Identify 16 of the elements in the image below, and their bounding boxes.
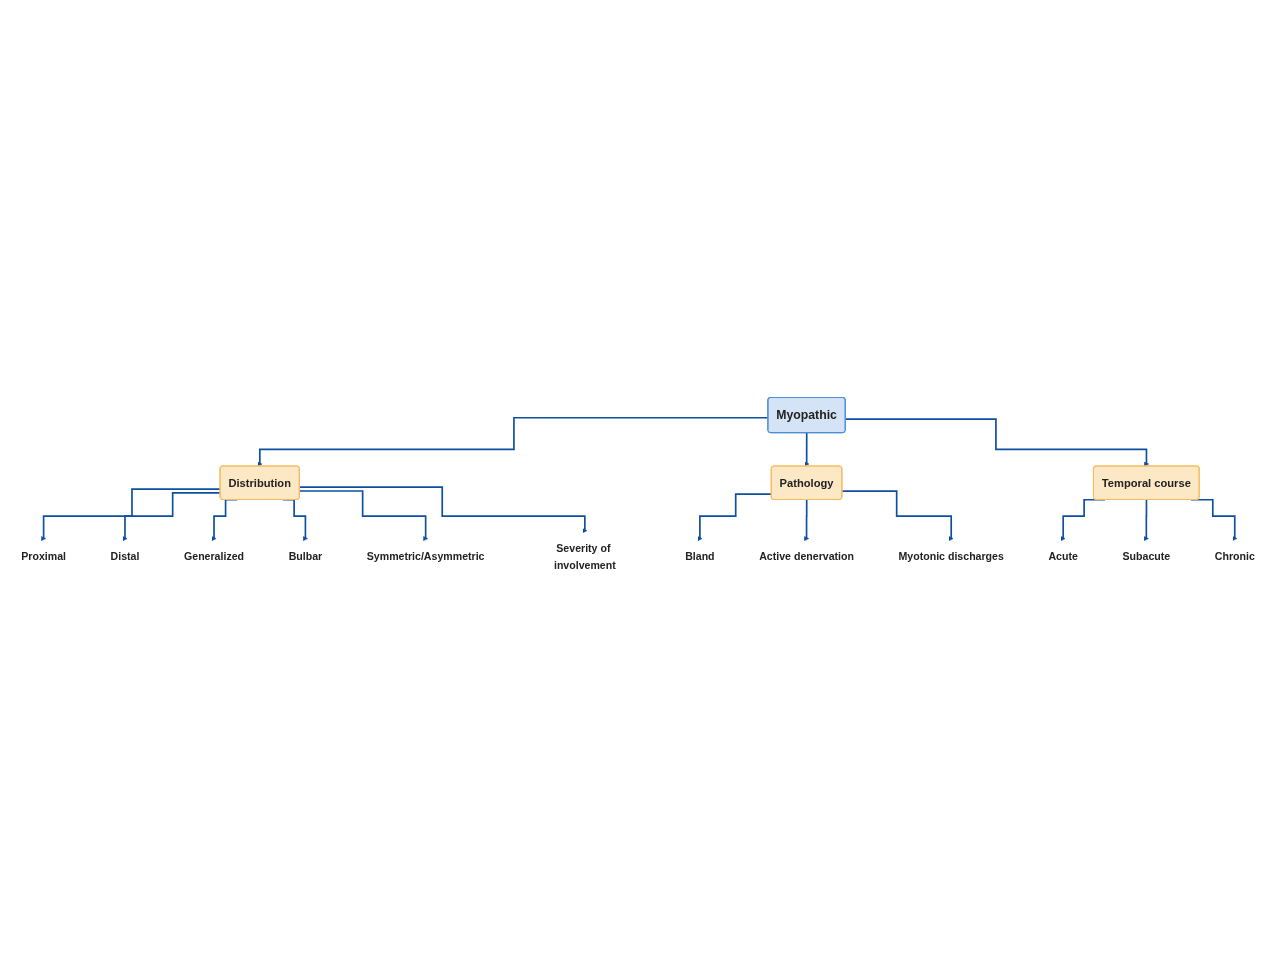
node-text: Symmetric/Asymmetric [366, 550, 485, 563]
node-text: Subacute [1122, 550, 1171, 563]
arrow [841, 489, 954, 541]
node-text: Generalized [184, 550, 245, 563]
node-text: Myotonic discharges [898, 550, 1004, 563]
node-text: Severity of involvement [553, 542, 616, 571]
node-text: Proximal [21, 550, 66, 563]
node-text: Chronic [1214, 550, 1255, 563]
arrow [804, 498, 809, 541]
node-text: Bland [685, 550, 715, 563]
node-text: Bulbar [288, 550, 323, 563]
node-text: Acute [1048, 550, 1078, 563]
arrow [1143, 498, 1149, 541]
node-text: Active denervation [759, 550, 854, 563]
node-text: Distal [110, 550, 140, 563]
arrow [804, 431, 810, 467]
